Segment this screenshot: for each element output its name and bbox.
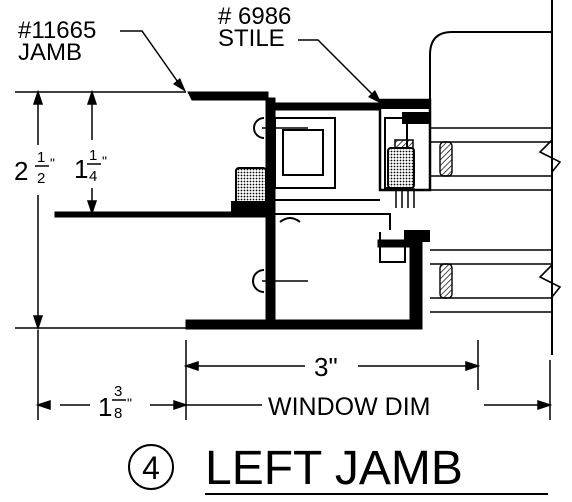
jamb-number: #11665 bbox=[18, 17, 96, 44]
dimension-offset-label: 1 3 8 " bbox=[98, 383, 132, 422]
dimension-overall-label: 2 1 2 " bbox=[14, 149, 55, 187]
stile-callout: # 6986 STILE bbox=[218, 3, 382, 104]
dimension-overall-height bbox=[15, 89, 186, 331]
detail-title: 4 LEFT JAMB bbox=[128, 442, 548, 495]
offset-denominator: 8 bbox=[114, 405, 122, 422]
weatherstrip-gaskets bbox=[231, 147, 415, 213]
dimension-depth bbox=[183, 340, 481, 420]
detail-number-circle bbox=[128, 444, 174, 490]
inner-whole: 1 bbox=[74, 154, 88, 184]
dimension-inner-height bbox=[86, 89, 98, 216]
dimension-inner-label: 1 1 4 " bbox=[74, 147, 107, 185]
offset-numerator: 3 bbox=[114, 383, 122, 400]
overall-denominator: 2 bbox=[37, 170, 45, 187]
inner-mark: " bbox=[102, 153, 107, 169]
jamb-label: JAMB bbox=[18, 39, 82, 66]
screw-fasteners bbox=[252, 117, 308, 293]
stile-number: # 6986 bbox=[218, 3, 291, 30]
overall-whole: 2 bbox=[14, 156, 28, 186]
dimension-offset bbox=[35, 330, 189, 420]
offset-whole: 1 bbox=[98, 392, 112, 422]
detail-number: 4 bbox=[142, 450, 160, 486]
overall-mark: " bbox=[50, 155, 55, 171]
break-lines bbox=[538, 139, 562, 298]
dimension-window bbox=[186, 360, 553, 420]
offset-mark: " bbox=[127, 395, 132, 411]
wall-outline bbox=[429, 0, 553, 355]
jamb-chambers bbox=[274, 117, 391, 230]
spacer-bars bbox=[439, 141, 453, 299]
inner-numerator: 1 bbox=[89, 147, 97, 164]
detail-title-text: LEFT JAMB bbox=[205, 442, 463, 495]
jamb-callout: #11665 JAMB bbox=[18, 17, 186, 92]
stile-label: STILE bbox=[218, 25, 285, 52]
window-dim-label: WINDOW DIM bbox=[268, 393, 430, 421]
dimension-depth-label: 3" bbox=[314, 352, 338, 382]
inner-denominator: 4 bbox=[89, 168, 97, 185]
overall-numerator: 1 bbox=[37, 149, 45, 166]
